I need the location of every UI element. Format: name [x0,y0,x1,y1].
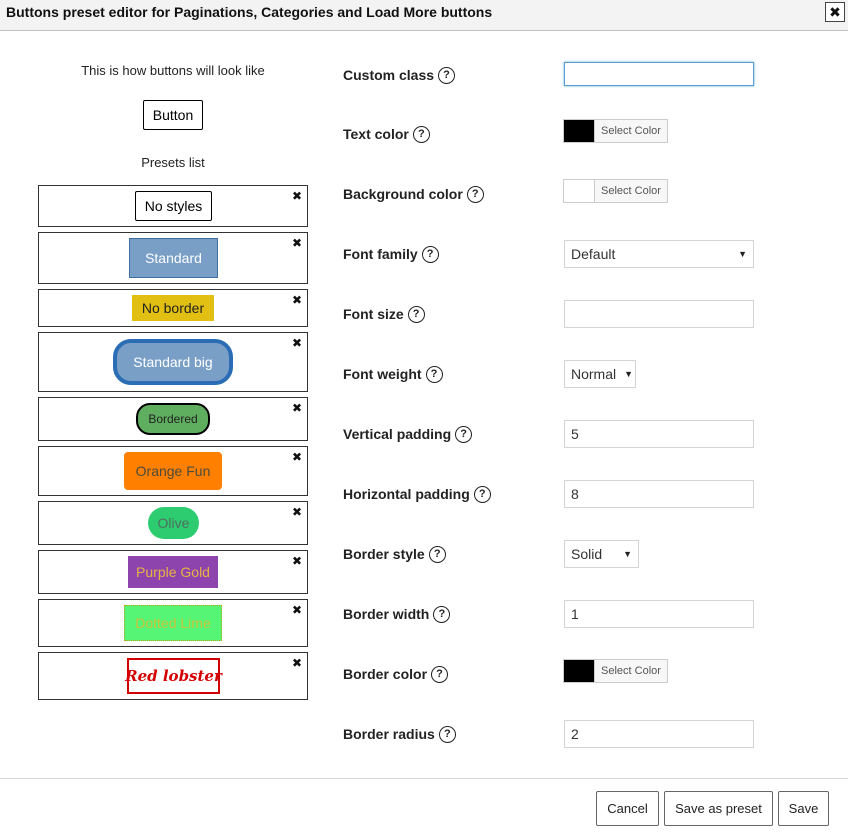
save-as-preset-button[interactable]: Save as preset [664,791,773,826]
background-color-label: Background color ? [343,184,484,204]
cancel-button[interactable]: Cancel [596,791,659,826]
text-color-picker[interactable]: Select Color [563,119,668,143]
chevron-down-icon: ▼ [623,549,632,559]
help-icon[interactable]: ? [428,545,446,563]
help-icon[interactable]: ? [407,305,425,323]
help-icon[interactable]: ? [473,485,491,503]
border-color-picker[interactable]: Select Color [563,659,668,683]
preview-button: Button [143,100,203,130]
dialog-titlebar: Buttons preset editor for Paginations, C… [0,0,848,31]
help-icon[interactable]: ? [431,665,449,683]
background-color-picker[interactable]: Select Color [563,179,668,203]
help-icon[interactable]: ? [438,725,456,743]
preset-item-dotted-lime[interactable]: Dotted Lime ✖ [38,599,308,647]
delete-preset-icon[interactable]: ✖ [291,236,302,250]
delete-preset-icon[interactable]: ✖ [291,554,302,568]
preset-item-standard[interactable]: Standard ✖ [38,232,308,284]
presets-label: Presets list [141,155,205,170]
font-weight-label: Font weight ? [343,364,443,384]
select-color-button[interactable]: Select Color [601,125,661,137]
font-size-input[interactable] [564,300,754,328]
font-size-label: Font size ? [343,304,425,324]
preset-item-purple-gold[interactable]: Purple Gold ✖ [38,550,308,594]
help-icon[interactable]: ? [455,425,473,443]
chevron-down-icon: ▼ [624,369,634,379]
chevron-down-icon: ▼ [738,249,747,259]
border-color-label: Border color ? [343,664,449,684]
preset-button: Dotted Lime [124,605,222,641]
preset-item-standard-big[interactable]: Standard big ✖ [38,332,308,392]
color-swatch [564,660,595,682]
help-icon[interactable]: ? [433,605,451,623]
font-weight-select[interactable]: Normal ▼ [564,360,636,388]
help-icon[interactable]: ? [425,365,443,383]
dialog-title: Buttons preset editor for Paginations, C… [6,4,493,20]
preset-item-red-lobster[interactable]: Red lobster ✖ [38,652,308,700]
preset-button: Purple Gold [128,556,218,588]
save-button[interactable]: Save [778,791,829,826]
delete-preset-icon[interactable]: ✖ [291,603,302,617]
border-width-input[interactable]: 1 [564,600,754,628]
preset-button: Standard big [113,339,233,385]
border-style-label: Border style ? [343,544,446,564]
delete-preset-icon[interactable]: ✖ [291,450,302,464]
preset-item-bordered[interactable]: Bordered ✖ [38,397,308,441]
custom-class-label: Custom class ? [343,65,456,85]
preset-button: Olive [148,507,199,539]
text-color-label: Text color ? [343,124,430,144]
border-radius-label: Border radius ? [343,724,456,744]
help-icon[interactable]: ? [438,66,456,84]
dialog-footer: Cancel Save as preset Save [0,778,848,834]
preset-button: No styles [135,191,212,221]
delete-preset-icon[interactable]: ✖ [291,401,302,415]
delete-preset-icon[interactable]: ✖ [291,189,302,203]
help-icon[interactable]: ? [466,185,484,203]
delete-preset-icon[interactable]: ✖ [291,336,302,350]
vertical-padding-input[interactable]: 5 [564,420,754,448]
delete-preset-icon[interactable]: ✖ [291,293,302,307]
delete-preset-icon[interactable]: ✖ [291,505,302,519]
preset-item-orange-fun[interactable]: Orange Fun ✖ [38,446,308,496]
delete-preset-icon[interactable]: ✖ [291,656,302,670]
preset-button: No border [132,295,214,321]
border-radius-input[interactable]: 2 [564,720,754,748]
preset-item-no-styles[interactable]: No styles ✖ [38,185,308,227]
preset-button: Standard [129,238,218,278]
preset-button: Red lobster [125,658,222,694]
horizontal-padding-input[interactable]: 8 [564,480,754,508]
border-style-select[interactable]: Solid ▼ [564,540,639,568]
custom-class-input[interactable] [564,62,754,86]
select-color-button[interactable]: Select Color [601,665,661,677]
font-family-label: Font family ? [343,244,439,264]
close-icon: ✖ [829,3,841,20]
preset-item-no-border[interactable]: No border ✖ [38,289,308,327]
preset-item-olive[interactable]: Olive ✖ [38,501,308,545]
horizontal-padding-label: Horizontal padding ? [343,484,491,504]
color-swatch [564,120,595,142]
font-family-select[interactable]: Default ▼ [564,240,754,268]
preset-button: Bordered [136,403,210,435]
color-swatch [564,180,595,202]
help-icon[interactable]: ? [421,245,439,263]
close-button[interactable]: ✖ [825,2,845,22]
help-icon[interactable]: ? [412,125,430,143]
preset-button: Orange Fun [124,452,222,490]
select-color-button[interactable]: Select Color [601,185,661,197]
preview-label: This is how buttons will look like [81,63,265,78]
border-width-label: Border width ? [343,604,451,624]
vertical-padding-label: Vertical padding ? [343,424,473,444]
